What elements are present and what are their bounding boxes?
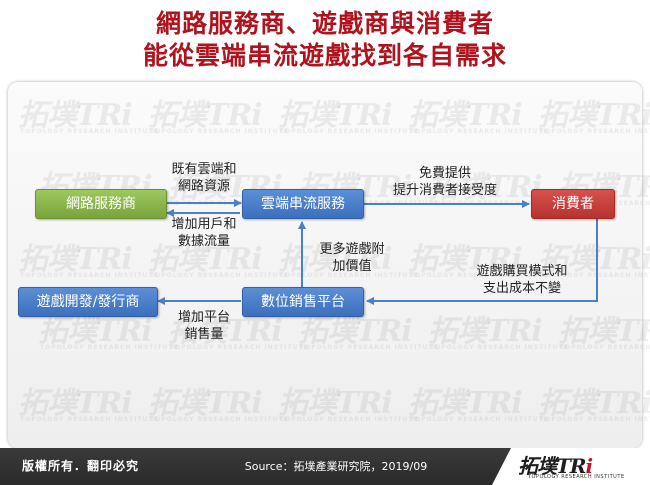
label-platform-to-developer: 增加平台 銷售量 bbox=[164, 309, 244, 343]
label-line: 銷售量 bbox=[184, 327, 224, 342]
node-consumer: 消費者 bbox=[531, 189, 615, 219]
copyright-text: 版權所有．翻印必究 bbox=[22, 459, 140, 473]
label-line: 增加平台 bbox=[177, 310, 230, 325]
arrow-consumer-to-platform bbox=[366, 219, 598, 305]
node-cloud-streaming: 雲端串流服務 bbox=[242, 189, 364, 219]
label-line: 加價值 bbox=[332, 259, 372, 274]
label-cloud-to-consumer: 免費提供 提升消費者接受度 bbox=[380, 165, 510, 199]
label-consumer-to-platform: 遊戲購買模式和 支出成本不變 bbox=[462, 263, 582, 297]
label-line: 提升消費者接受度 bbox=[392, 183, 497, 198]
label-line: 支出成本不變 bbox=[482, 281, 561, 296]
label-line: 網路資源 bbox=[177, 179, 230, 194]
tri-logo: 拓墣TRi bbox=[518, 450, 594, 479]
title-line-1: 網路服務商、遊戲商與消費者 bbox=[155, 9, 494, 38]
label-platform-to-cloud: 更多遊戲附 加價值 bbox=[306, 241, 398, 275]
source-text: Source：拓墣產業研究院，2019/09 bbox=[244, 460, 428, 473]
node-game-developer: 遊戲開發/發行商 bbox=[18, 287, 158, 317]
node-isp: 網路服務商 bbox=[35, 189, 167, 219]
label-line: 數據流量 bbox=[177, 234, 230, 249]
title-line-2: 能從雲端串流遊戲找到各自需求 bbox=[142, 41, 507, 70]
logo-subtitle: TOPOLOGY RESEARCH INSTITUTE bbox=[528, 474, 625, 480]
label-line: 增加用戶和 bbox=[171, 217, 237, 232]
label-line: 更多遊戲附 bbox=[319, 242, 385, 257]
slide-title: 網路服務商、遊戲商與消費者 能從雲端串流遊戲找到各自需求 bbox=[0, 8, 650, 72]
label-line: 免費提供 bbox=[418, 166, 471, 181]
label-cloud-to-isp: 增加用戶和 數據流量 bbox=[158, 216, 250, 250]
label-isp-to-cloud: 既有雲端和 網路資源 bbox=[158, 161, 250, 195]
node-digital-platform: 數位銷售平台 bbox=[242, 287, 364, 317]
label-line: 既有雲端和 bbox=[171, 162, 237, 177]
logo-main-text: 拓墣TR bbox=[518, 454, 587, 478]
label-line: 遊戲購買模式和 bbox=[476, 264, 568, 279]
logo-i-letter: i bbox=[585, 454, 594, 478]
logo-backdrop bbox=[492, 448, 650, 485]
footer-bar: 版權所有．翻印必究 Source：拓墣產業研究院，2019/09 拓墣TRi T… bbox=[0, 448, 650, 485]
